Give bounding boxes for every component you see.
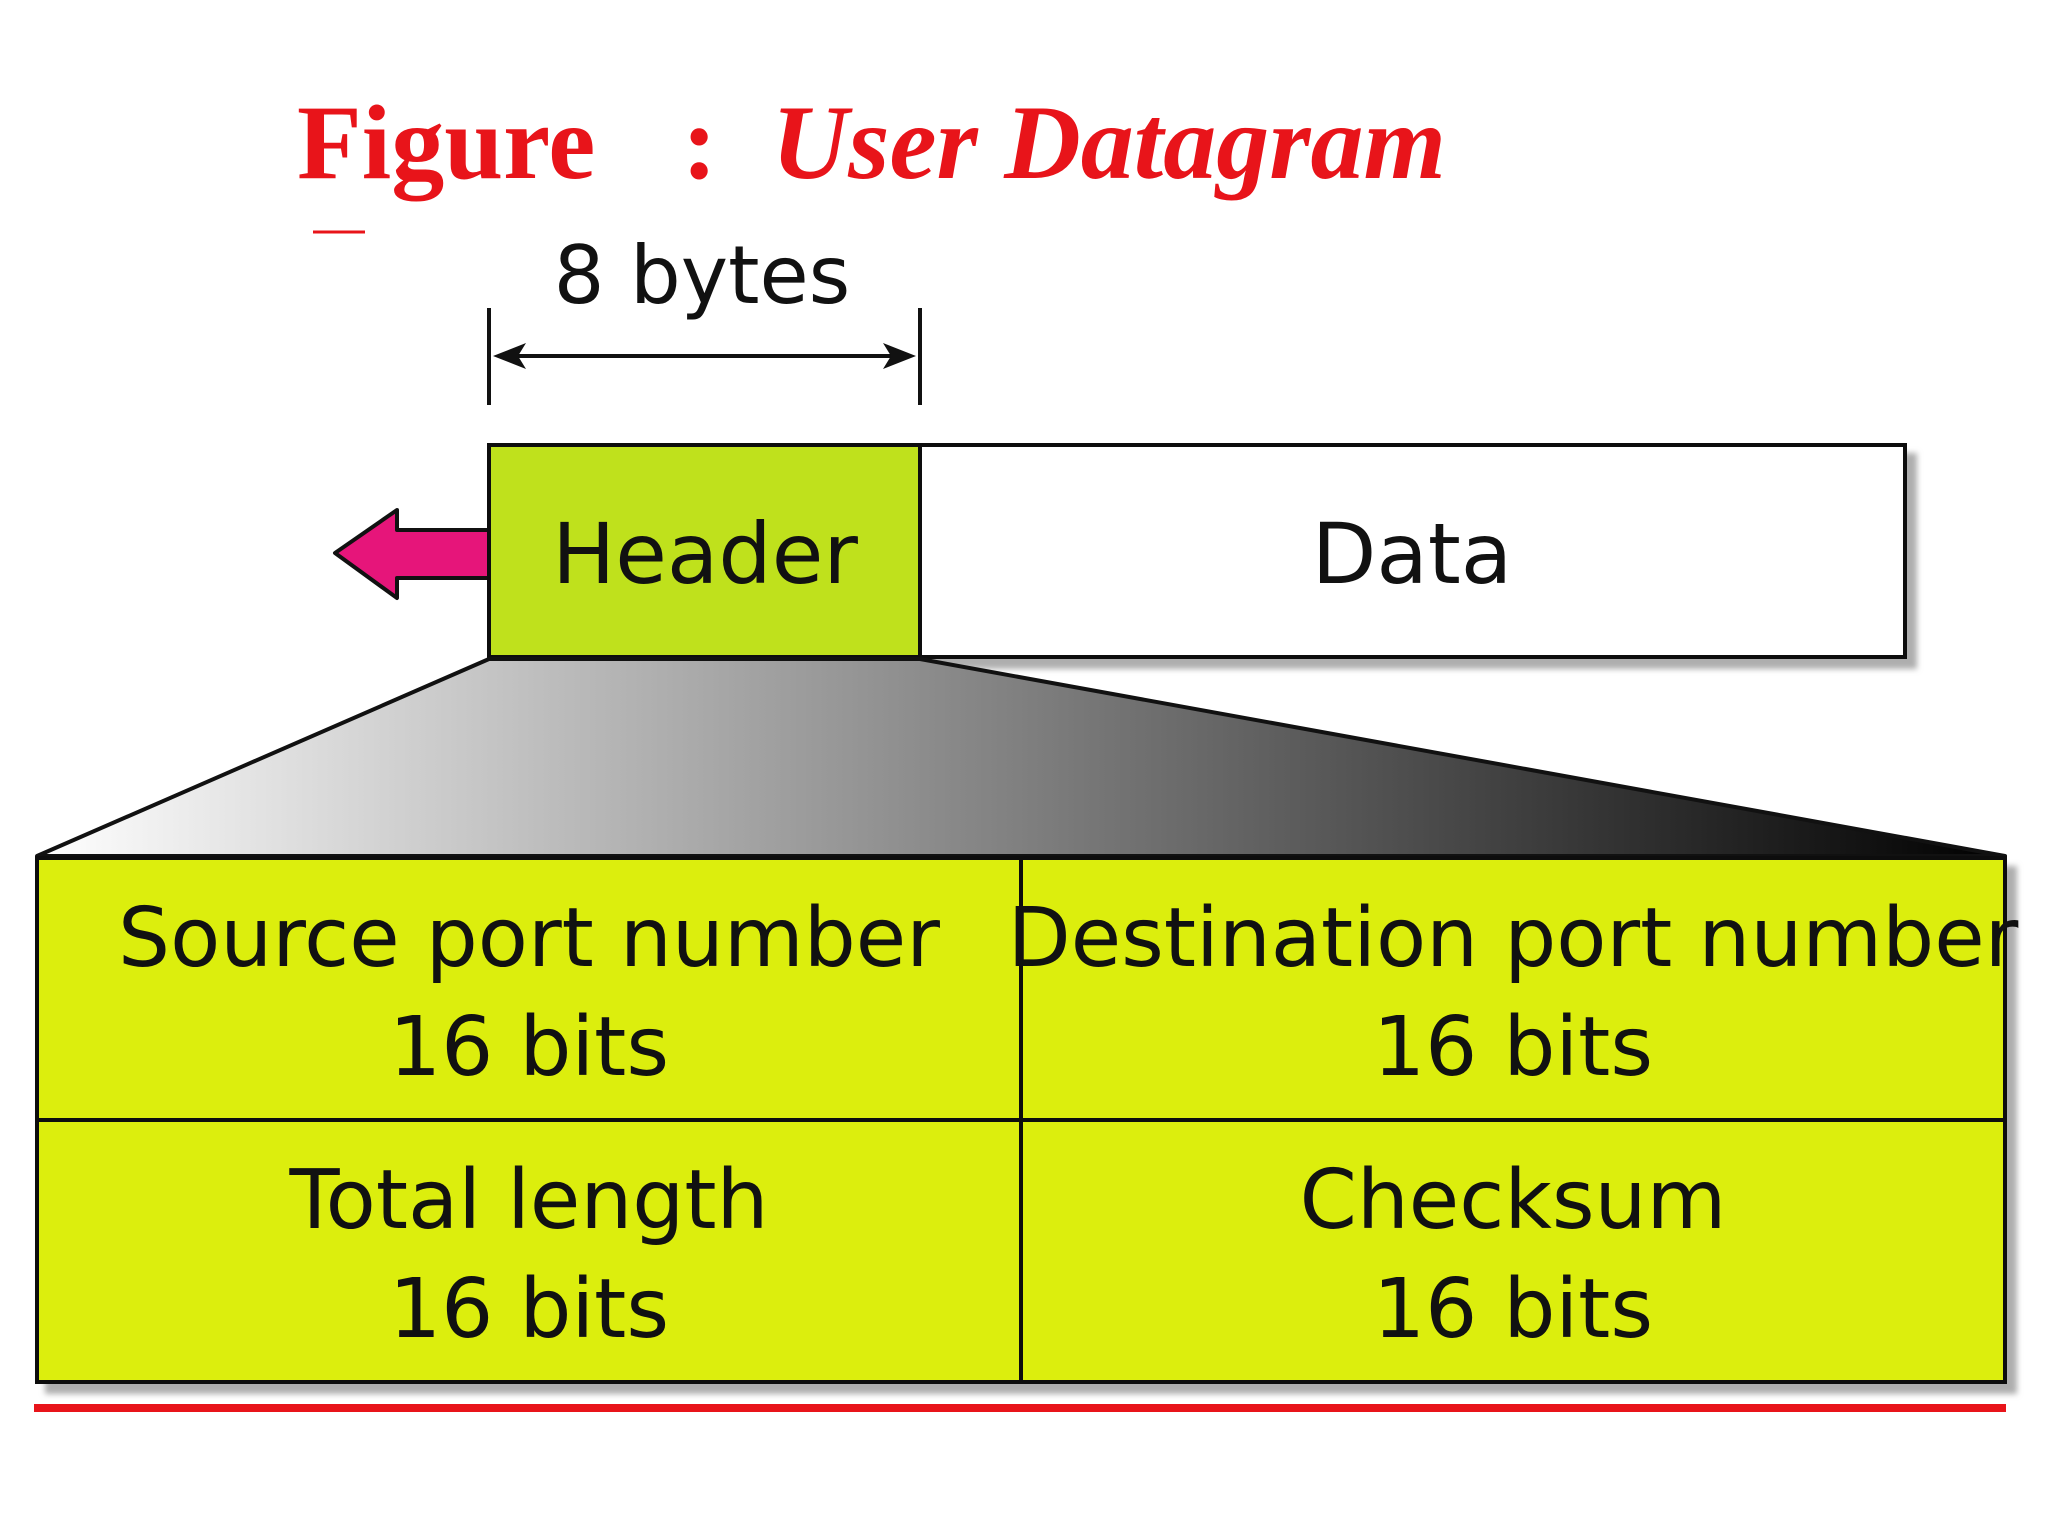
direction-arrow-icon (333, 508, 491, 600)
figure-title: Figure : User Datagram (297, 84, 1446, 201)
data-segment (918, 443, 1907, 659)
field-size-destination-port: 16 bits (1373, 1000, 1653, 1095)
field-name-checksum: Checksum (1300, 1153, 1727, 1248)
field-cell-source-port (35, 856, 1023, 1122)
field-name-destination-port: Destination port number (1008, 891, 2019, 986)
header-expansion-wedge (35, 657, 2007, 858)
field-cell-total-length (35, 1118, 1023, 1384)
field-size-checksum: 16 bits (1373, 1262, 1653, 1357)
title-separator: : (682, 84, 717, 201)
field-name-total-length: Total length (289, 1153, 769, 1248)
data-label: Data (1312, 505, 1513, 603)
header-fields-table (35, 856, 2007, 1384)
field-name-source-port: Source port number (118, 891, 940, 986)
title-name: User Datagram (772, 84, 1446, 201)
title-prefix: Figure (297, 84, 595, 201)
field-cell-checksum (1019, 1118, 2007, 1384)
field-size-total-length: 16 bits (389, 1262, 669, 1357)
size-arrowhead-right (883, 343, 916, 369)
header-size-label: 8 bytes (554, 229, 851, 322)
field-size-source-port: 16 bits (389, 1000, 669, 1095)
bottom-rule (34, 1404, 2006, 1412)
field-cell-destination-port (1019, 856, 2007, 1122)
size-arrowhead-left (493, 343, 526, 369)
header-label: Header (552, 505, 858, 603)
